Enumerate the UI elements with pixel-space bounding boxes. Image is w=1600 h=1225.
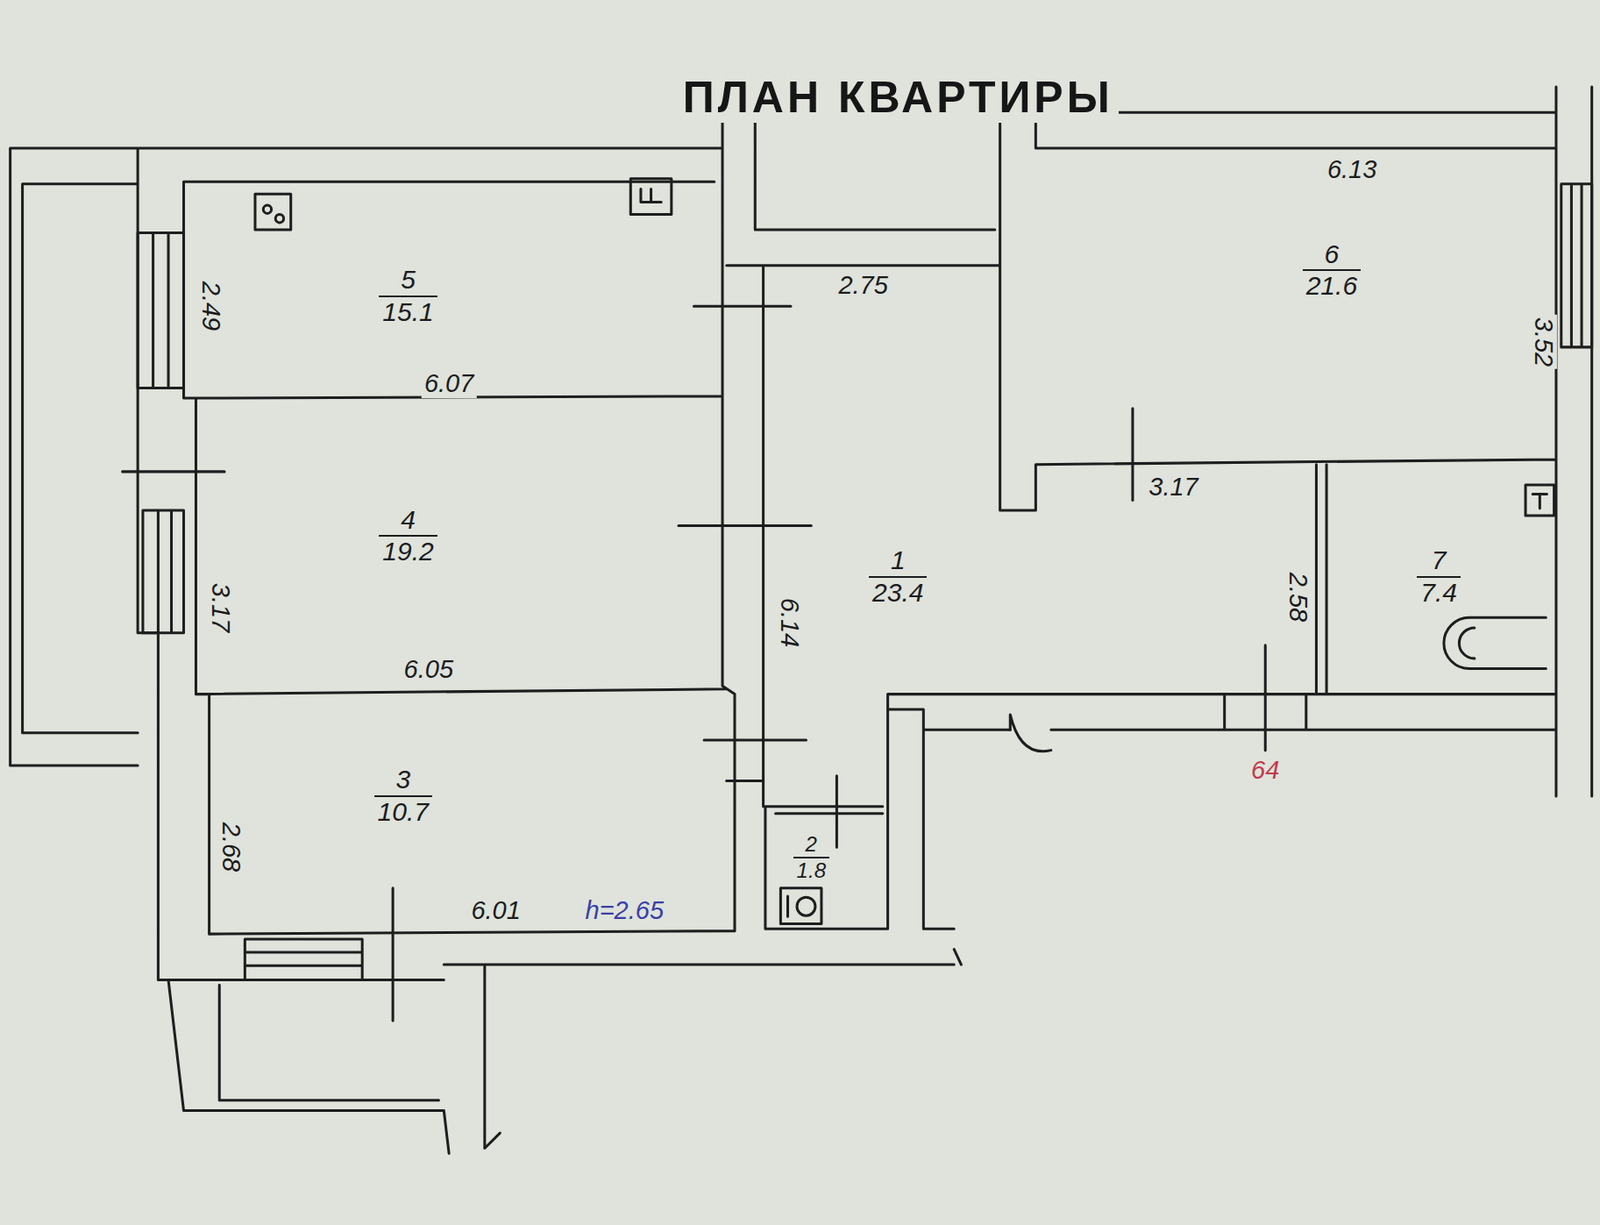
wall-lines [10, 86, 1593, 1153]
room-label: 419.2 [378, 504, 437, 568]
dimension-label: 2.68 [216, 819, 245, 875]
room-label: 21.8 [793, 832, 830, 882]
vent-symbols [255, 178, 1555, 516]
dimension-label: 3.17 [206, 579, 235, 634]
dimension-label: 2.75 [835, 271, 890, 300]
room-number: 5 [378, 264, 437, 298]
dimension-label: 6.14 [775, 595, 804, 650]
room-number: 2 [793, 832, 830, 859]
window-symbols [137, 184, 1593, 981]
annotation-number: 64 [1248, 756, 1282, 785]
room-label: 515.1 [378, 264, 437, 328]
room-number: 1 [868, 545, 927, 578]
plan-lines [10, 86, 1593, 1153]
room-area: 23.4 [868, 577, 927, 609]
room-area: 1.8 [793, 858, 830, 883]
dimension-label: 2.58 [1284, 569, 1313, 625]
plan-title: ПЛАН КВАРТИРЫ [677, 71, 1119, 123]
vent-dot [263, 205, 271, 214]
dimension-label: 3.17 [1145, 473, 1201, 502]
room-label: 310.7 [374, 764, 433, 827]
room-area: 19.2 [378, 536, 437, 568]
dimension-label: 6.07 [421, 369, 477, 399]
toilet-symbol [780, 888, 822, 925]
room-label: 621.6 [1302, 239, 1361, 302]
dimension-label: 2.49 [196, 278, 225, 334]
dimension-label: h=2.65 [583, 896, 668, 925]
toilet-bowl [796, 896, 816, 916]
room-area: 7.4 [1416, 577, 1461, 609]
room-area: 15.1 [378, 297, 437, 328]
dimension-label: 3.52 [1528, 314, 1558, 370]
dimension-ticks [122, 305, 1266, 1021]
room-area: 21.6 [1302, 270, 1361, 302]
room-area: 10.7 [374, 796, 433, 828]
bathtub-symbol [1443, 617, 1546, 669]
room-number: 7 [1416, 545, 1461, 578]
room-number: 3 [374, 764, 433, 797]
vent-dot [275, 214, 284, 223]
dimension-label: 6.05 [401, 655, 456, 684]
room-number: 6 [1302, 239, 1361, 272]
room-label: 77.4 [1416, 545, 1461, 608]
door-swing [1009, 714, 1052, 752]
dimension-label: 6.13 [1324, 156, 1380, 185]
room-number: 4 [378, 504, 437, 538]
dimension-label: 6.01 [468, 896, 523, 925]
room-label: 123.4 [868, 545, 927, 608]
